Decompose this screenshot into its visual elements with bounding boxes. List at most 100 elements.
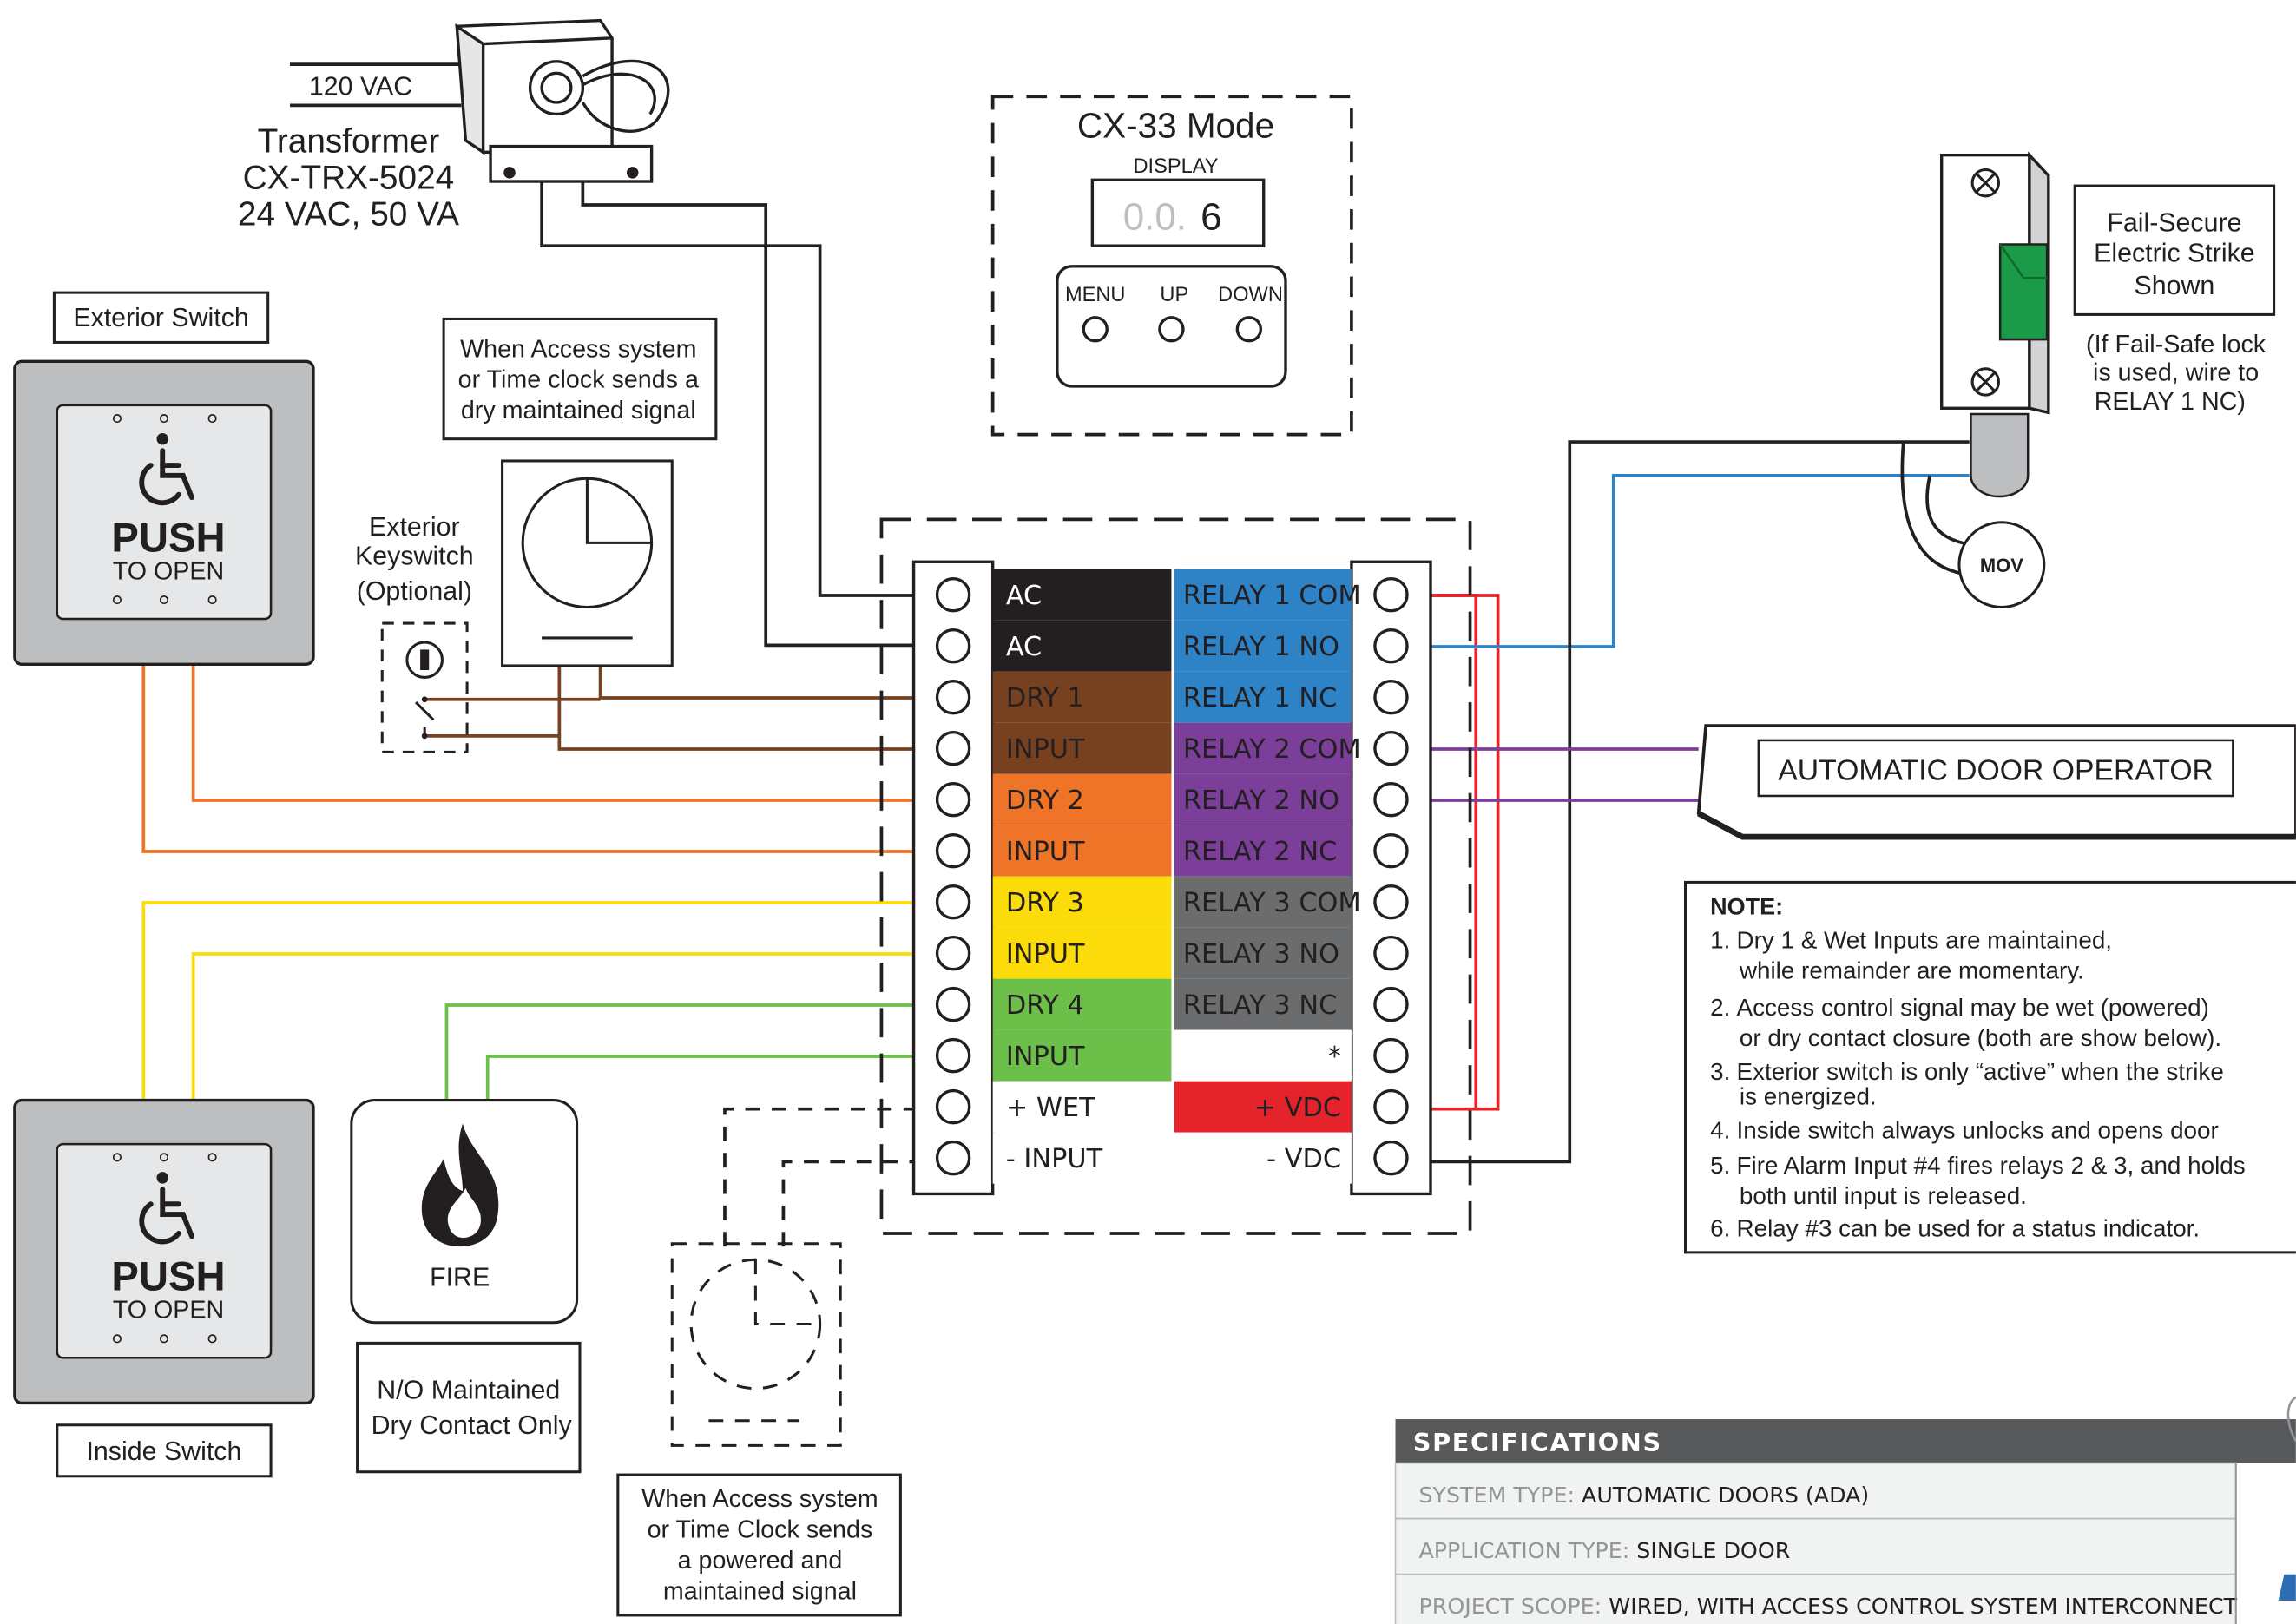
- notes-panel: NOTE: 1.Dry 1 & Wet Inputs are maintaine…: [1683, 880, 2296, 1254]
- left-terminal-label: INPUT: [1006, 734, 1085, 765]
- terminal-screw[interactable]: [1373, 935, 1409, 971]
- exterior-switch: Exterior Switch PUSH TO OPEN: [13, 291, 315, 666]
- terminal-screw[interactable]: [1373, 730, 1409, 766]
- logo-mark-icon: [2278, 1574, 2296, 1601]
- specs-rows: SYSTEM TYPE: AUTOMATIC DOORS (ADA)APPLIC…: [1394, 1462, 2238, 1624]
- wet-access-note-line-1: When Access system: [641, 1485, 878, 1513]
- exterior-switch-label-box: [52, 291, 270, 344]
- right-terminal-block: [1174, 620, 1352, 672]
- right-terminal-label: RELAY 3 NC: [1183, 990, 1337, 1021]
- mode-display: [1090, 178, 1266, 247]
- display-dim-digits: 0.0.: [1123, 196, 1187, 239]
- left-terminal-block: [992, 671, 1172, 723]
- right-terminal-label: RELAY 2 COM: [1183, 734, 1361, 765]
- transformer-label: Transformer CX-TRX-5024 24 VAC, 50 VA: [238, 122, 459, 233]
- note-line: is energized.: [1740, 1083, 1877, 1110]
- right-terminal-label: RELAY 3 COM: [1183, 888, 1361, 918]
- clock-icon: [521, 477, 654, 640]
- right-terminal-block: [1174, 722, 1352, 774]
- terminal-screw[interactable]: [935, 935, 971, 971]
- strike-label-line-3: Shown: [2134, 272, 2214, 300]
- strike-solenoid: [1970, 412, 2030, 498]
- dry-access-note-line-3: dry maintained signal: [461, 397, 696, 424]
- terminal-screw[interactable]: [935, 576, 971, 613]
- left-terminal-block: [992, 620, 1172, 672]
- left-terminal-block: [992, 569, 1172, 621]
- inside-wheelchair-icon: [139, 1172, 194, 1245]
- door-operator: AUTOMATIC DOOR OPERATOR: [1696, 724, 2296, 840]
- keyswitch-line-1: Exterior: [369, 513, 460, 542]
- right-terminal-label: RELAY 2 NO: [1183, 786, 1339, 816]
- up-button[interactable]: [1158, 316, 1185, 343]
- menu-button-label: MENU: [1065, 284, 1125, 306]
- right-terminal-label: + VDC: [1254, 1093, 1341, 1123]
- spec-value: SINGLE DOOR: [1636, 1538, 1790, 1563]
- right-terminal-label: RELAY 3 NO: [1183, 939, 1339, 970]
- corner-badge-icon: [2286, 1396, 2296, 1442]
- terminal-screw[interactable]: [935, 781, 971, 818]
- note-line: Dry 1 & Wet Inputs are maintained,: [1737, 926, 2112, 953]
- right-terminal-label: RELAY 2 NC: [1183, 837, 1337, 867]
- strike-note-line-2: is used, wire to: [2093, 358, 2259, 386]
- terminal-screw[interactable]: [1373, 1088, 1409, 1125]
- terminal-screw[interactable]: [1373, 781, 1409, 818]
- wire-dry4-input: [485, 1055, 931, 1101]
- keyswitch-line-3: (Optional): [357, 577, 472, 606]
- terminal-screw[interactable]: [1373, 576, 1409, 613]
- inside-switch-label-box: [56, 1423, 273, 1478]
- left-terminal-screws: [935, 576, 971, 1176]
- terminal-screw[interactable]: [1373, 1037, 1409, 1074]
- right-terminal-label: RELAY 1 NO: [1183, 632, 1339, 662]
- keyswitch-line-2: Keyswitch: [355, 542, 474, 571]
- note-line: Inside switch always unlocks and opens d…: [1737, 1116, 2219, 1143]
- terminal-screw[interactable]: [935, 679, 971, 715]
- note-line: Fire Alarm Input #4 fires relays 2 & 3, …: [1737, 1152, 2246, 1179]
- terminal-screw[interactable]: [1373, 628, 1409, 664]
- terminal-screw[interactable]: [1373, 832, 1409, 869]
- terminal-screw[interactable]: [1373, 986, 1409, 1022]
- operator-label-box: [1757, 739, 2234, 798]
- terminal-screw[interactable]: [935, 730, 971, 766]
- terminal-screw[interactable]: [935, 832, 971, 869]
- right-terminal-label: RELAY 1 COM: [1183, 581, 1361, 611]
- terminal-screw[interactable]: [935, 1088, 971, 1125]
- transformer-line-3: 24 VAC, 50 VA: [238, 196, 459, 233]
- menu-button[interactable]: [1082, 316, 1109, 343]
- left-terminal-block: [992, 1132, 1172, 1184]
- mov-component: [1957, 521, 2046, 609]
- terminal-screw[interactable]: [1373, 679, 1409, 715]
- terminal-screw[interactable]: [935, 1140, 971, 1176]
- spec-key: PROJECT SCOPE:: [1419, 1594, 1609, 1619]
- left-terminal-label: INPUT: [1006, 1042, 1085, 1072]
- wet-access-note-box: [616, 1473, 902, 1617]
- terminal-screw[interactable]: [935, 1037, 971, 1074]
- left-terminal-block: [992, 927, 1172, 979]
- left-terminal-block: [992, 1029, 1172, 1082]
- fire-alarm: FIRE N/O Maintained Dry Contact Only: [350, 1099, 582, 1474]
- right-terminal-label: - VDC: [1266, 1144, 1341, 1174]
- spec-row-text: SYSTEM TYPE: AUTOMATIC DOORS (ADA): [1419, 1483, 1870, 1508]
- exterior-push-inner: [56, 404, 273, 621]
- terminal-screw[interactable]: [935, 884, 971, 920]
- wire-wet-minus: [781, 1160, 931, 1247]
- notes-list: 1.Dry 1 & Wet Inputs are maintained,whil…: [1710, 926, 2245, 1241]
- note-line: Access control signal may be wet (powere…: [1737, 994, 2209, 1021]
- terminal-screw[interactable]: [935, 986, 971, 1022]
- terminal-screw[interactable]: [1373, 884, 1409, 920]
- down-button[interactable]: [1235, 316, 1263, 343]
- strike-label-box: [2073, 184, 2276, 316]
- wet-access-note-line-3: a powered and: [678, 1547, 843, 1575]
- inside-push-inner: [56, 1142, 273, 1359]
- note-line: or dry contact closure (both are show be…: [1740, 1024, 2221, 1051]
- terminal-screw[interactable]: [935, 628, 971, 664]
- exterior-screws: [112, 414, 217, 605]
- left-terminal-label: AC: [1006, 632, 1042, 662]
- left-terminal-label: DRY 2: [1006, 786, 1084, 816]
- note-number: 6.: [1710, 1214, 1730, 1241]
- wire-dry2: [191, 665, 931, 802]
- terminal-screw[interactable]: [1373, 1140, 1409, 1176]
- left-terminal-label: INPUT: [1006, 837, 1085, 867]
- keyswitch-contact-icon: [414, 701, 435, 736]
- wires: [141, 178, 1970, 1247]
